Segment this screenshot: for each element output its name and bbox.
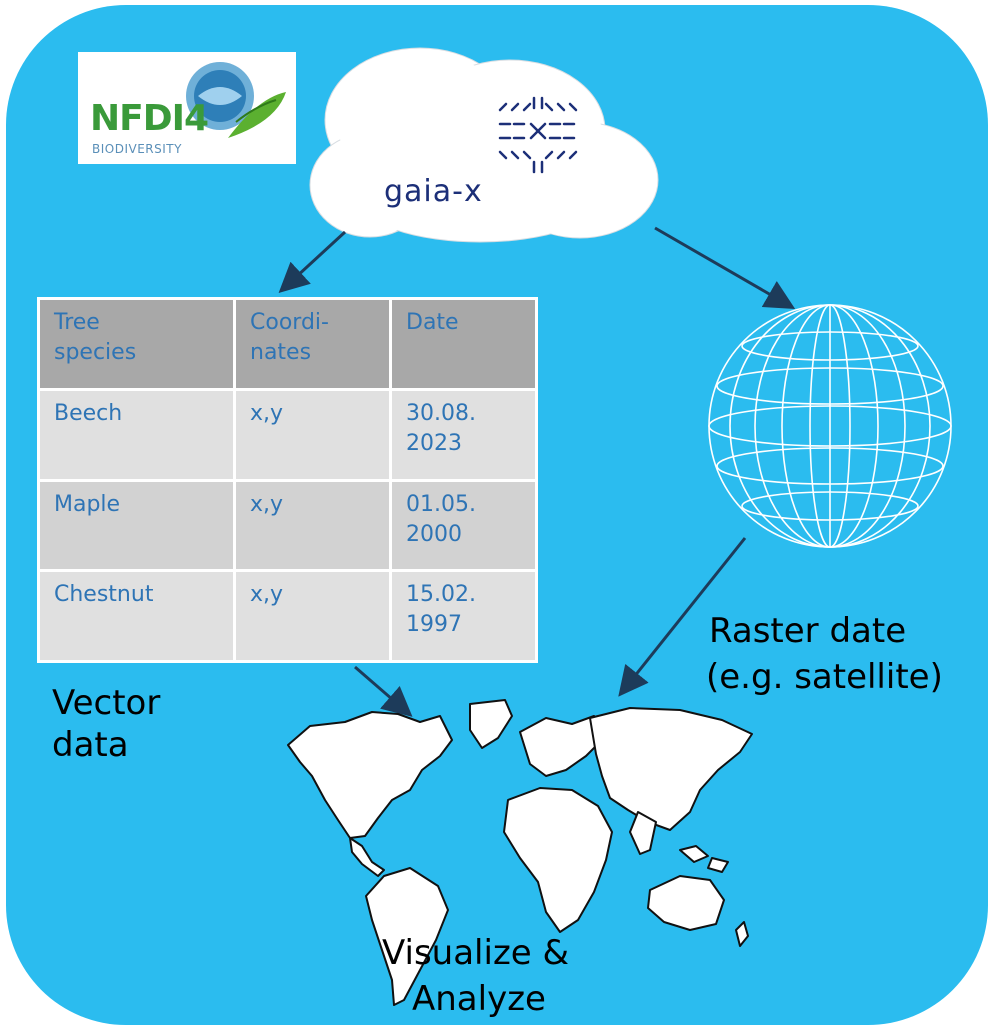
column-header-date: Date — [389, 297, 538, 391]
vector-data-table: Tree species Coordi- nates Date Beech x,… — [37, 297, 538, 663]
header-label: Coordi- nates — [250, 310, 329, 365]
gaia-x-mark-icon — [498, 96, 578, 174]
table-cell: 15.02. 1997 — [389, 569, 538, 663]
raster-data-label-line1: Raster date — [709, 611, 907, 651]
arrow-cloud-to-table — [278, 230, 347, 294]
header-label: Date — [406, 310, 459, 335]
table-row: Maple x,y 01.05. 2000 — [37, 478, 538, 573]
header-label: Tree species — [54, 310, 137, 365]
visualize-label-line1: Visualize & — [382, 933, 570, 973]
nfdi4biodiversity-logo: NFDI4 BIODIVERSITY — [78, 52, 296, 164]
cell-text: Beech — [54, 401, 123, 426]
visualize-label-line2: Analyze — [412, 979, 546, 1019]
table-cell: x,y — [233, 569, 392, 663]
cell-text: x,y — [250, 491, 284, 517]
column-header-tree-species: Tree species — [37, 297, 236, 391]
cell-text: x,y — [250, 582, 284, 608]
table-cell: x,y — [233, 388, 392, 482]
logo-graphic — [186, 62, 286, 138]
raster-data-label-line2: (e.g. satellite) — [706, 657, 943, 697]
cell-text: 30.08. 2023 — [406, 401, 476, 456]
cell-text: 15.02. 1997 — [406, 582, 476, 638]
column-header-coordinates: Coordi- nates — [233, 297, 392, 391]
table-header-row: Tree species Coordi- nates Date — [37, 297, 538, 391]
logo-subtitle: BIODIVERSITY — [92, 142, 182, 156]
table-cell: Beech — [37, 388, 236, 482]
gaia-x-label: gaia-x — [384, 174, 483, 209]
table-cell: x,y — [233, 478, 392, 573]
table-row: Beech x,y 30.08. 2023 — [37, 388, 538, 482]
arrow-cloud-to-globe — [654, 226, 796, 310]
cell-text: Chestnut — [54, 582, 154, 608]
arrow-globe-to-map — [618, 537, 747, 697]
vector-data-label: Vector data — [52, 683, 161, 765]
logo-wordmark: NFDI4 — [90, 98, 209, 139]
cell-text: 01.05. 2000 — [406, 491, 476, 547]
table-cell: Chestnut — [37, 569, 236, 663]
table-cell: 30.08. 2023 — [389, 388, 538, 482]
table-row: Chestnut x,y 15.02. 1997 — [37, 569, 538, 663]
cell-text: Maple — [54, 491, 121, 517]
table-cell: Maple — [37, 478, 236, 573]
table-cell: 01.05. 2000 — [389, 478, 538, 573]
arrow-table-to-map — [354, 665, 413, 717]
cell-text: x,y — [250, 401, 284, 426]
